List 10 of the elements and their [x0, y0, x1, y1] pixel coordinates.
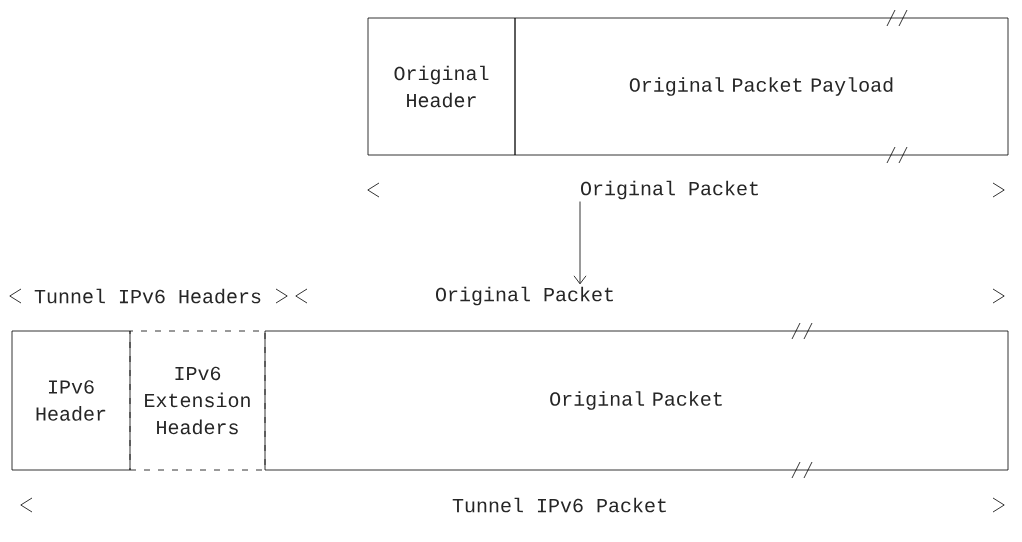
arrow	[573, 201, 587, 285]
dimension-label: Tunnel IPv6 Packet	[452, 497, 666, 513]
packet-label: Original Packet	[436, 286, 613, 306]
packet-field-box: Original Header	[367, 17, 516, 156]
dimension-label: Tunnel IPv6 Headers	[34, 288, 261, 304]
packet-field-box: IPv6 Header	[11, 330, 131, 471]
packet-field-box: Original Packet Payload	[514, 17, 1009, 156]
packet-field-box: Original Packet	[264, 330, 1009, 471]
packet-field-box: IPv6 Extension Headers	[129, 330, 266, 471]
packet-label: Original Packet	[581, 180, 758, 200]
